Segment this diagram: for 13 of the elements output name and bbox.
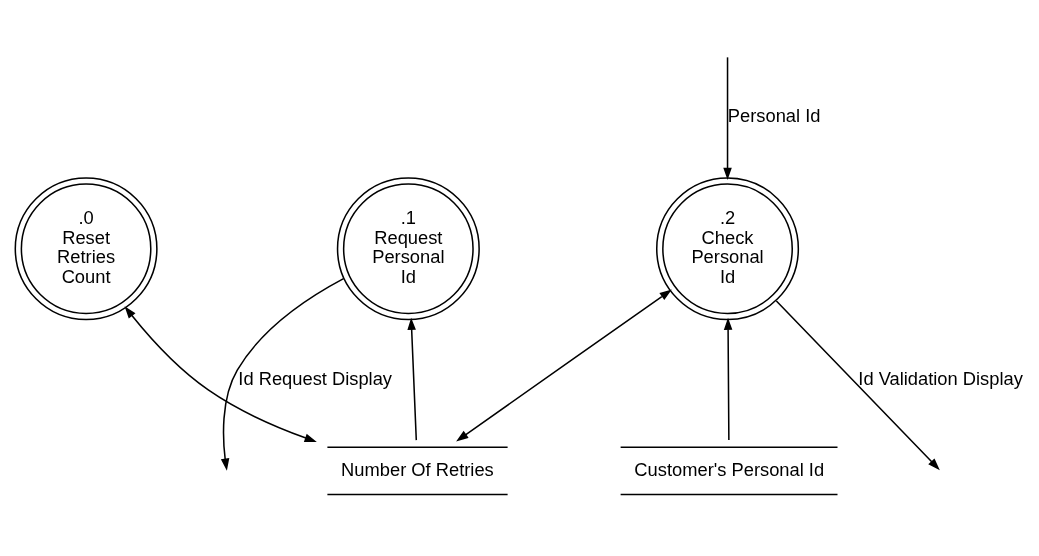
arrow — [220, 277, 345, 471]
node-circle: .1 Request Personal Id — [336, 177, 480, 321]
edge-label: Personal Id — [727, 105, 821, 127]
edge-label: Id Validation Display — [858, 367, 1023, 389]
edge-label: Id Request Display — [238, 367, 393, 389]
arrow — [456, 289, 672, 442]
arrow — [124, 306, 317, 442]
node-text: Customer's Personal Id — [634, 458, 825, 480]
arrow — [723, 317, 733, 441]
arrow — [775, 300, 940, 471]
node-text: Number Of Retries — [341, 458, 494, 480]
arrow — [723, 56, 732, 181]
arrow — [407, 317, 418, 441]
